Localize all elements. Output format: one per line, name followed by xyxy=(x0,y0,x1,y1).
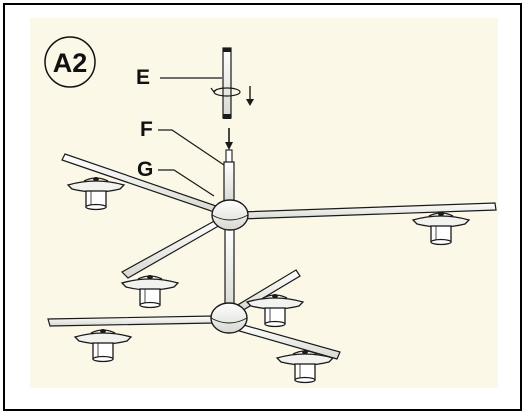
lamp-shade xyxy=(67,176,125,211)
lower-hub xyxy=(210,302,248,334)
step-badge: A2 xyxy=(44,36,96,88)
callout-leaders xyxy=(158,77,225,197)
callout-g: G xyxy=(137,158,153,181)
lamp-shade xyxy=(74,328,132,363)
upper-hub xyxy=(211,199,249,231)
rod-part-e xyxy=(210,47,254,119)
diagram-panel xyxy=(30,18,498,388)
lamp-shade xyxy=(412,211,470,246)
lamp-shade xyxy=(121,274,179,309)
callout-e: E xyxy=(136,66,150,89)
callout-f: F xyxy=(140,118,153,141)
upper-column xyxy=(223,149,235,205)
step-label: A2 xyxy=(53,48,88,78)
lower-column xyxy=(224,227,235,313)
lower-arms xyxy=(47,269,341,360)
down-arrow-icon xyxy=(225,128,233,150)
